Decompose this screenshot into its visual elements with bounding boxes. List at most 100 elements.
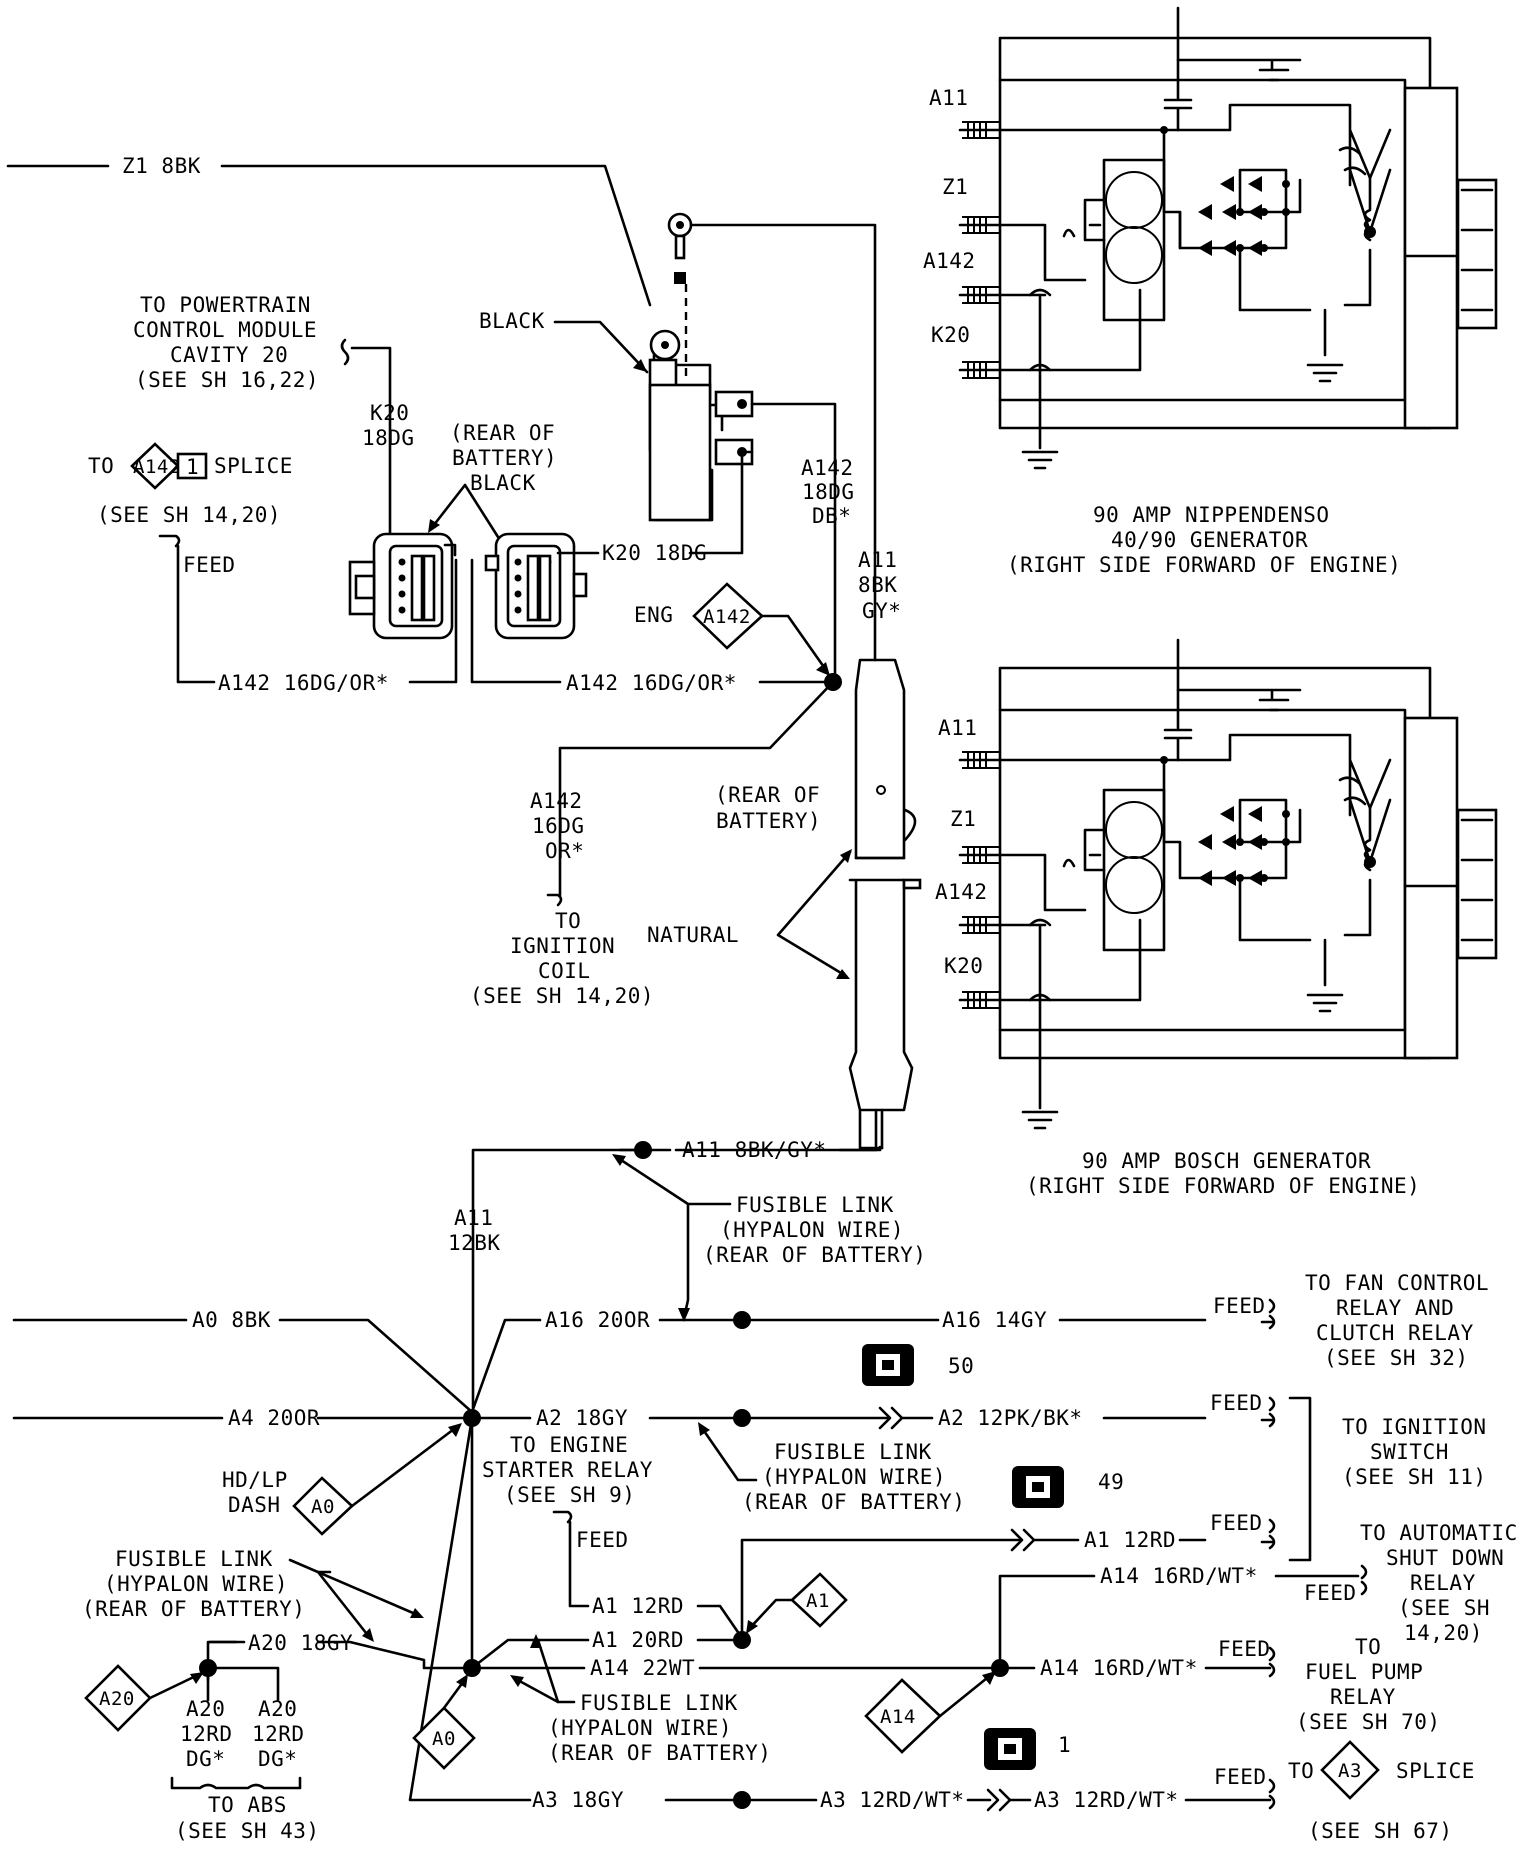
label-conn-1: 1 — [1058, 1733, 1071, 1757]
label-splice-a142-num: 1 — [186, 455, 199, 479]
label-a142-16dg-or-v-2: 16DG — [532, 814, 585, 838]
label-feed-starter: FEED — [576, 1528, 629, 1552]
generator-nippendenso: A11 Z1 A142 K20 90 AMP NIPPENDENSO 40/90… — [923, 6, 1498, 577]
label-to-ign-sw-2: SWITCH — [1370, 1440, 1449, 1464]
label-to-fuel-3: RELAY — [1330, 1685, 1396, 1709]
label-a11-12bk-2: 12BK — [448, 1231, 501, 1255]
label-a11-8bk-gy-1: A11 — [858, 548, 897, 572]
label-a20-12rd-dg-l-1: A20 — [186, 1697, 225, 1721]
label-natural: NATURAL — [647, 923, 739, 947]
label-to-ign-coil-2: IGNITION — [510, 934, 615, 958]
label-diamond-a1: A1 — [806, 1590, 830, 1612]
label-to-a3-to: TO — [1288, 1759, 1314, 1783]
label-a142-18dg-db-1: A142 — [801, 456, 854, 480]
label-diamond-a0-hd: A0 — [311, 1496, 335, 1518]
label-a142-16dg-or-right: A142 16DG/OR* — [566, 671, 737, 695]
label-feed-fuel: FEED — [1218, 1637, 1271, 1661]
label-fl3-1: FUSIBLE LINK — [115, 1547, 273, 1571]
label-a20-12rd-dg-r-2: 12RD — [252, 1722, 305, 1746]
label-gen1-a11: A11 — [929, 86, 968, 110]
label-fl2-1: FUSIBLE LINK — [774, 1440, 932, 1464]
label-feed-a2: FEED — [1210, 1391, 1263, 1415]
label-to-ign-coil-1: TO — [555, 909, 581, 933]
label-a11-8bk-gy-h: A11 8BK/GY* — [682, 1138, 827, 1162]
label-to-fan-2: RELAY AND — [1336, 1296, 1454, 1320]
label-a1-12rd-right: A1 12RD — [1084, 1528, 1176, 1552]
battery-junction-block — [648, 329, 837, 682]
label-a20-12rd-dg-r-1: A20 — [258, 1697, 297, 1721]
label-fl4-1: FUSIBLE LINK — [580, 1691, 738, 1715]
label-a20-12rd-dg-l-3: DG* — [186, 1747, 225, 1771]
label-see-sh-67: (SEE SH 67) — [1308, 1819, 1453, 1843]
rectifier-diodes-2 — [1160, 756, 1290, 886]
label-a20-12rd-dg-r-3: DG* — [258, 1747, 297, 1771]
label-diamond-a20: A20 — [99, 1688, 135, 1710]
label-fl4-2: (HYPALON WIRE) — [548, 1716, 732, 1740]
label-feed-left: FEED — [183, 553, 236, 577]
label-hd-lp-1: HD/LP — [222, 1468, 288, 1492]
label-to-fuel-1: TO — [1355, 1635, 1381, 1659]
label-to-asd-5: 14,20) — [1404, 1621, 1483, 1645]
label-a142-18dg-db-3: DB* — [812, 504, 851, 528]
label-feed-a3: FEED — [1214, 1765, 1267, 1789]
label-splice-a142: A142 — [133, 456, 181, 478]
label-a1-12rd-left: A1 12RD — [592, 1594, 684, 1618]
connector-49-icon — [1012, 1466, 1064, 1508]
label-gen1-a142: A142 — [923, 249, 976, 273]
battery-cable-boot — [848, 658, 922, 1150]
label-a142-16dg-or-v-3: OR* — [545, 839, 584, 863]
label-fl2-2: (HYPALON WIRE) — [762, 1465, 946, 1489]
label-to-asd-3: RELAY — [1410, 1571, 1476, 1595]
label-to-ign-coil-3: COIL — [538, 959, 591, 983]
label-a3-12rd-wt-l: A3 12RD/WT* — [820, 1788, 965, 1812]
top-left-wiring: Z1 8BK BLACK TO POWERTRAIN CONTROL MODUL… — [6, 154, 922, 1150]
label-to-pcm-4: (SEE SH 16,22) — [135, 368, 319, 392]
label-diamond-a14: A14 — [880, 1706, 916, 1728]
label-a20-18gy: A20 18GY — [248, 1631, 353, 1655]
label-a0-8bk: A0 8BK — [192, 1308, 271, 1332]
label-to-asd-1: TO AUTOMATIC — [1360, 1521, 1518, 1545]
label-conn-49: 49 — [1098, 1470, 1124, 1494]
label-to-pcm-3: CAVITY 20 — [170, 343, 288, 367]
label-gen1-cap-2: 40/90 GENERATOR — [1111, 528, 1308, 552]
label-gen2-cap-2: (RIGHT SIDE FORWARD OF ENGINE) — [1026, 1174, 1420, 1198]
label-k20-18dg-left-2: 18DG — [362, 426, 415, 450]
generator-bosch: A11 Z1 A142 K20 90 AMP BOSCH GENERATOR (… — [935, 638, 1498, 1198]
label-to-asd-4: (SEE SH — [1398, 1596, 1490, 1620]
label-rear-batt2-1: (REAR OF — [715, 783, 820, 807]
label-fl1-2: (HYPALON WIRE) — [720, 1218, 904, 1242]
label-to-starter-1: TO ENGINE — [510, 1433, 628, 1457]
label-conn-50: 50 — [948, 1354, 974, 1378]
label-a2-18gy: A2 18GY — [536, 1406, 628, 1430]
label-a4-20or: A4 20OR — [228, 1406, 320, 1430]
label-a16-20or: A16 20OR — [545, 1308, 650, 1332]
connector-50-icon — [862, 1344, 914, 1386]
label-to-fuel-4: (SEE SH 70) — [1296, 1710, 1441, 1734]
label-hd-lp-2: DASH — [228, 1493, 281, 1517]
label-a1-20rd: A1 20RD — [592, 1628, 684, 1652]
label-to-ign-coil-4: (SEE SH 14,20) — [470, 984, 654, 1008]
label-gen2-a142: A142 — [935, 880, 988, 904]
label-a14-16rd-wt-bot: A14 16RD/WT* — [1040, 1656, 1198, 1680]
label-splice-word: SPLICE — [214, 454, 293, 478]
label-a14-16rd-wt-top: A14 16RD/WT* — [1100, 1564, 1258, 1588]
label-to-abs-1: TO ABS — [208, 1793, 287, 1817]
label-gen2-k20: K20 — [944, 954, 983, 978]
label-to-starter-3: (SEE SH 9) — [504, 1483, 635, 1507]
label-k20-18dg-left-1: K20 — [370, 401, 409, 425]
label-a16-14gy: A16 14GY — [942, 1308, 1047, 1332]
rectifier-diodes-1 — [1160, 126, 1290, 256]
connector-right — [484, 532, 588, 640]
label-to-abs-2: (SEE SH 43) — [175, 1819, 320, 1843]
label-k20-18dg-right: K20 18DG — [602, 541, 707, 565]
label-to-pcm-1: TO POWERTRAIN — [140, 293, 311, 317]
label-fl3-2: (HYPALON WIRE) — [104, 1572, 288, 1596]
label-splice-a3: SPLICE — [1396, 1759, 1475, 1783]
connector-1-icon — [984, 1728, 1036, 1770]
label-z1-8bk: Z1 8BK — [122, 154, 201, 178]
label-to-fan-3: CLUTCH RELAY — [1316, 1321, 1474, 1345]
label-to-fuel-2: FUEL PUMP — [1305, 1660, 1423, 1684]
connector-left — [348, 532, 457, 640]
label-fl1-3: (REAR OF BATTERY) — [703, 1243, 926, 1267]
label-a14-22wt: A14 22WT — [590, 1656, 695, 1680]
